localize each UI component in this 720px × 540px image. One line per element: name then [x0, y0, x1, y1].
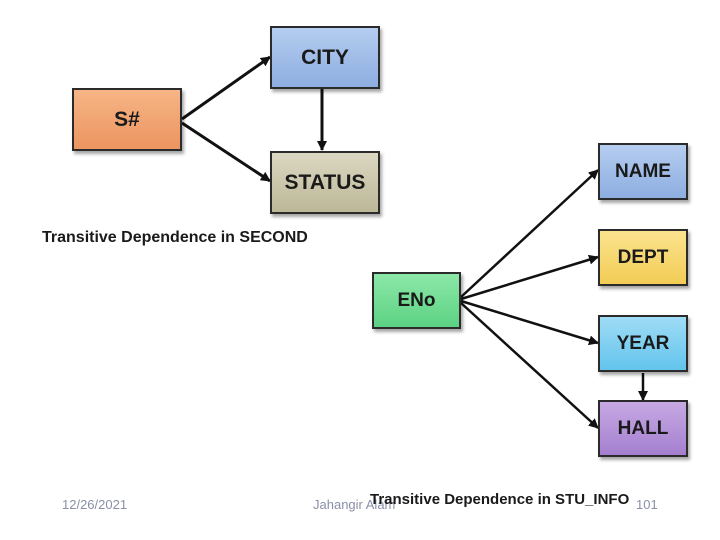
node-city: CITY [270, 26, 380, 89]
node-year: YEAR [598, 315, 688, 372]
node-eno: ENo [372, 272, 461, 329]
node-hall-label: HALL [617, 417, 669, 439]
node-dept: DEPT [598, 229, 688, 286]
footer-date: 12/26/2021 [62, 497, 128, 512]
node-city-label: CITY [301, 45, 349, 69]
caption-second: Transitive Dependence in SECOND [42, 229, 308, 246]
node-year-label: YEAR [616, 332, 670, 354]
arrow-eno-to-year [460, 299, 599, 346]
arrow-s-to-city [181, 55, 271, 121]
node-s: S# [72, 88, 182, 151]
node-name-label: NAME [615, 160, 671, 182]
footer-page-number: 101 [636, 497, 658, 512]
node-dept-label: DEPT [617, 246, 669, 268]
node-s-label: S# [114, 107, 140, 131]
node-status: STATUS [270, 151, 380, 214]
arrow-eno-to-name [460, 169, 599, 298]
node-status-label: STATUS [284, 170, 366, 194]
node-hall: HALL [598, 400, 688, 457]
arrow-eno-to-dept [460, 254, 599, 301]
node-eno-label: ENo [397, 289, 436, 311]
arrow-eno-to-hall [460, 302, 599, 429]
arrow-s-to-status [181, 121, 271, 183]
caption-stu-info: Transitive Dependence in STU_INFO [370, 491, 630, 508]
footer-author: Jahangir Alam [313, 497, 396, 512]
node-name: NAME [598, 143, 688, 200]
